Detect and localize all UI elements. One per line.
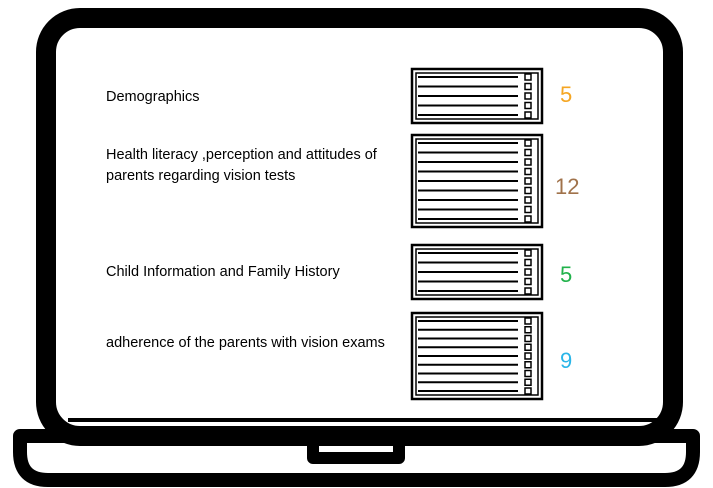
form-checkbox: [524, 387, 532, 395]
form-inner-frame: [415, 248, 539, 296]
questionnaire-form-icon: [410, 311, 544, 401]
form-checkbox: [524, 249, 532, 257]
form-checkbox: [524, 101, 532, 110]
form-inner-frame: [415, 316, 539, 396]
form-checkbox: [524, 73, 532, 81]
form-checkbox: [524, 352, 532, 360]
form-checkbox: [524, 378, 532, 386]
form-checkbox: [524, 158, 532, 166]
form-checkbox: [524, 258, 532, 267]
form-checkbox: [524, 205, 532, 214]
laptop-notch: [307, 436, 405, 464]
questionnaire-form-icon: [410, 133, 544, 229]
form-checkbox: [524, 139, 532, 147]
form-checkbox: [524, 334, 532, 343]
form-checkbox: [524, 277, 532, 286]
form-checkbox: [524, 317, 532, 325]
form-checkbox: [524, 196, 532, 204]
form-checkbox: [524, 186, 532, 195]
form-checkbox: [524, 268, 532, 276]
form-checkbox: [524, 215, 532, 223]
form-checkbox: [524, 326, 532, 334]
questionnaire-forms: [410, 67, 544, 401]
count-adherence: 9: [560, 348, 573, 373]
form-checkbox: [524, 361, 532, 369]
questionnaire-form-icon: [410, 67, 544, 125]
form-checkbox: [524, 167, 532, 176]
form-inner-frame: [415, 138, 539, 224]
section-label-demographics: Demographics: [106, 89, 200, 105]
form-checkbox: [524, 111, 532, 119]
form-checkbox: [524, 287, 532, 295]
form-checkbox: [524, 92, 532, 100]
section-label-child-information: Child Information and Family History: [106, 264, 340, 280]
count-demographics: 5: [560, 82, 573, 107]
form-inner-frame: [415, 72, 539, 120]
form-checkbox: [524, 343, 532, 351]
form-checkbox: [524, 369, 532, 378]
form-checkbox: [524, 177, 532, 185]
section-label-health-literacy: Health literacy ,perception and attitude…: [106, 147, 377, 184]
form-checkbox: [524, 82, 532, 91]
section-label-adherence: adherence of the parents with vision exa…: [106, 335, 385, 351]
count-child-information: 5: [560, 262, 573, 287]
laptop-base: [13, 429, 700, 487]
count-health-literacy: 12: [555, 174, 580, 199]
questionnaire-form-icon: [410, 243, 544, 301]
laptop-screen-bezel: [36, 8, 683, 446]
form-checkbox: [524, 148, 532, 157]
